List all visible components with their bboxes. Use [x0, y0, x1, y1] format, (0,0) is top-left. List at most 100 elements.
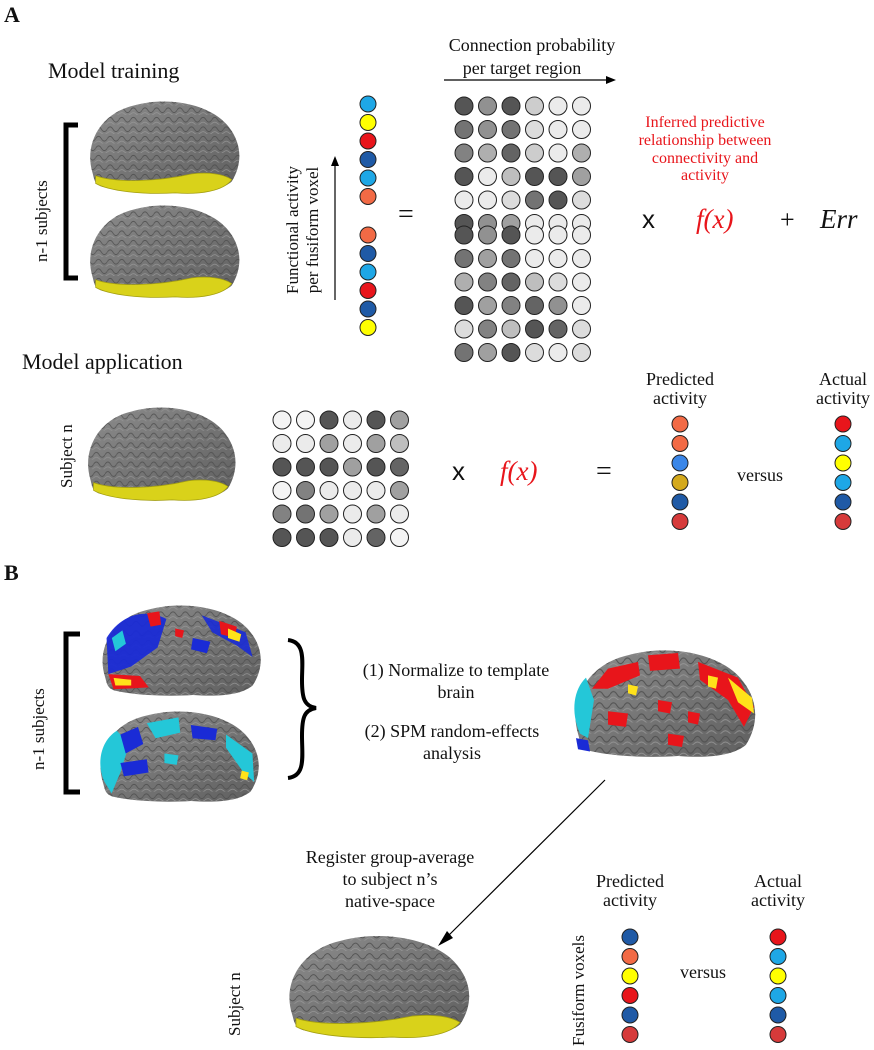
matrix-cell	[525, 249, 544, 268]
voxel-circle	[359, 151, 377, 168]
matrix-cell	[272, 528, 292, 547]
matrix-cell	[272, 504, 292, 524]
curly-brace	[287, 638, 317, 780]
voxel-circle	[834, 454, 852, 472]
activity-arrow	[331, 156, 339, 300]
inferred-label-2: relationship between	[639, 132, 772, 149]
voxel-circle	[359, 300, 377, 318]
matrix-cell	[478, 225, 497, 245]
matrix-cell	[478, 249, 497, 268]
n1-subjects-label-a: n-1 subjects	[32, 180, 51, 262]
matrix-cell	[390, 528, 409, 547]
matrix-cell	[478, 120, 497, 139]
matrix-cell	[548, 319, 568, 339]
matrix-cell	[525, 296, 544, 315]
voxel-circle	[359, 188, 377, 205]
step1-label-2: brain	[438, 682, 475, 702]
matrix-cell	[548, 167, 568, 186]
voxel-circle	[621, 928, 639, 946]
versus-label-b: versus	[680, 962, 726, 982]
matrix-cell	[366, 481, 386, 500]
voxel-circle	[359, 169, 377, 187]
matrix-cell	[478, 296, 497, 315]
actual-label-a-2: activity	[816, 388, 870, 408]
predicted-label-b-1: Predicted	[596, 871, 664, 891]
matrix-cell	[454, 190, 474, 210]
matrix-cell	[390, 410, 409, 430]
training-voxel-column	[359, 95, 377, 336]
matrix-cell	[572, 249, 591, 268]
voxel-circle	[359, 226, 377, 244]
matrix-cell	[548, 120, 568, 139]
matrix-cell	[478, 319, 497, 339]
connectivity-matrix-top	[454, 96, 591, 233]
register-label-1: Register group-average	[306, 847, 474, 867]
matrix-cell	[296, 528, 315, 547]
matrix-cell	[548, 272, 568, 292]
connection-probability-label-1: Connection probability	[449, 35, 615, 55]
equals-sign-a: =	[398, 199, 414, 230]
n1-bracket-a	[63, 122, 78, 281]
matrix-cell	[366, 434, 386, 453]
panel-a-label: A	[4, 2, 20, 27]
matrix-cell	[501, 249, 521, 268]
connectivity-matrix-application	[272, 410, 409, 547]
voxel-circle	[621, 987, 639, 1004]
matrix-cell	[525, 96, 544, 116]
voxel-circle	[621, 948, 639, 965]
voxel-circle	[834, 474, 852, 491]
step1-label-1: (1) Normalize to template	[363, 660, 549, 681]
matrix-cell	[454, 120, 474, 139]
matrix-cell	[572, 272, 591, 292]
model-application-title: Model application	[22, 349, 183, 374]
activation-brain-2	[100, 711, 259, 802]
matrix-cell	[454, 296, 474, 315]
matrix-cell	[548, 143, 568, 163]
matrix-cell	[548, 249, 568, 268]
matrix-cell	[572, 143, 591, 163]
matrix-cell	[454, 272, 474, 292]
matrix-cell	[572, 343, 591, 362]
step2-label-2: analysis	[423, 743, 481, 763]
matrix-cell	[478, 167, 497, 186]
matrix-cell	[454, 249, 474, 268]
matrix-cell	[272, 410, 292, 430]
fusiform-voxels-label: Fusiform voxels	[569, 935, 588, 1046]
model-training-title: Model training	[48, 58, 179, 83]
matrix-cell	[343, 504, 362, 524]
err-label: Err	[819, 204, 858, 234]
matrix-cell	[548, 343, 568, 362]
plus-sign: +	[780, 205, 795, 234]
matrix-cell	[272, 434, 292, 453]
matrix-cell	[478, 190, 497, 210]
voxel-circle	[834, 415, 852, 433]
matrix-cell	[572, 120, 591, 139]
matrix-cell	[572, 167, 591, 186]
matrix-cell	[390, 504, 409, 524]
voxel-circle	[769, 1026, 787, 1043]
matrix-cell	[501, 343, 521, 362]
times-sign-a: x	[642, 204, 655, 234]
matrix-cell	[366, 528, 386, 547]
fx-label-b: f(x)	[500, 456, 537, 486]
predicted-label-a-2: activity	[653, 388, 707, 408]
predicted-voxel-column-b	[621, 928, 639, 1043]
voxel-circle	[769, 948, 787, 965]
matrix-cell	[343, 481, 362, 500]
inferred-label-4: activity	[681, 167, 729, 184]
matrix-cell	[390, 434, 409, 453]
voxel-circle	[359, 263, 377, 281]
register-arrow	[438, 779, 606, 946]
functional-activity-label-1: Functional activity	[283, 166, 302, 294]
voxel-circle	[769, 928, 787, 946]
actual-label-b-1: Actual	[754, 871, 802, 891]
voxel-circle	[359, 319, 377, 336]
matrix-cell	[319, 481, 339, 500]
brain-training-1	[90, 101, 240, 194]
matrix-cell	[390, 481, 409, 500]
matrix-cell	[296, 457, 315, 477]
matrix-cell	[501, 120, 521, 139]
matrix-cell	[501, 296, 521, 315]
voxel-circle	[769, 987, 787, 1004]
matrix-cell	[501, 272, 521, 292]
